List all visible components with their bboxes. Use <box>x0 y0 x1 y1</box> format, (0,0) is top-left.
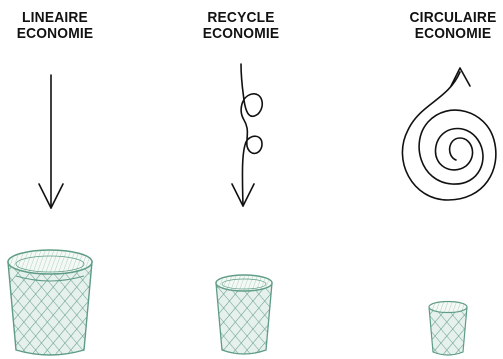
waste-bin-medium-icon <box>216 275 272 354</box>
straight-down-arrow-icon <box>39 75 63 208</box>
looped-down-arrow-icon <box>232 64 262 206</box>
spiral-up-arrow-icon <box>402 68 495 200</box>
waste-bin-large-icon <box>8 250 92 355</box>
waste-bin-small-icon <box>429 302 467 356</box>
